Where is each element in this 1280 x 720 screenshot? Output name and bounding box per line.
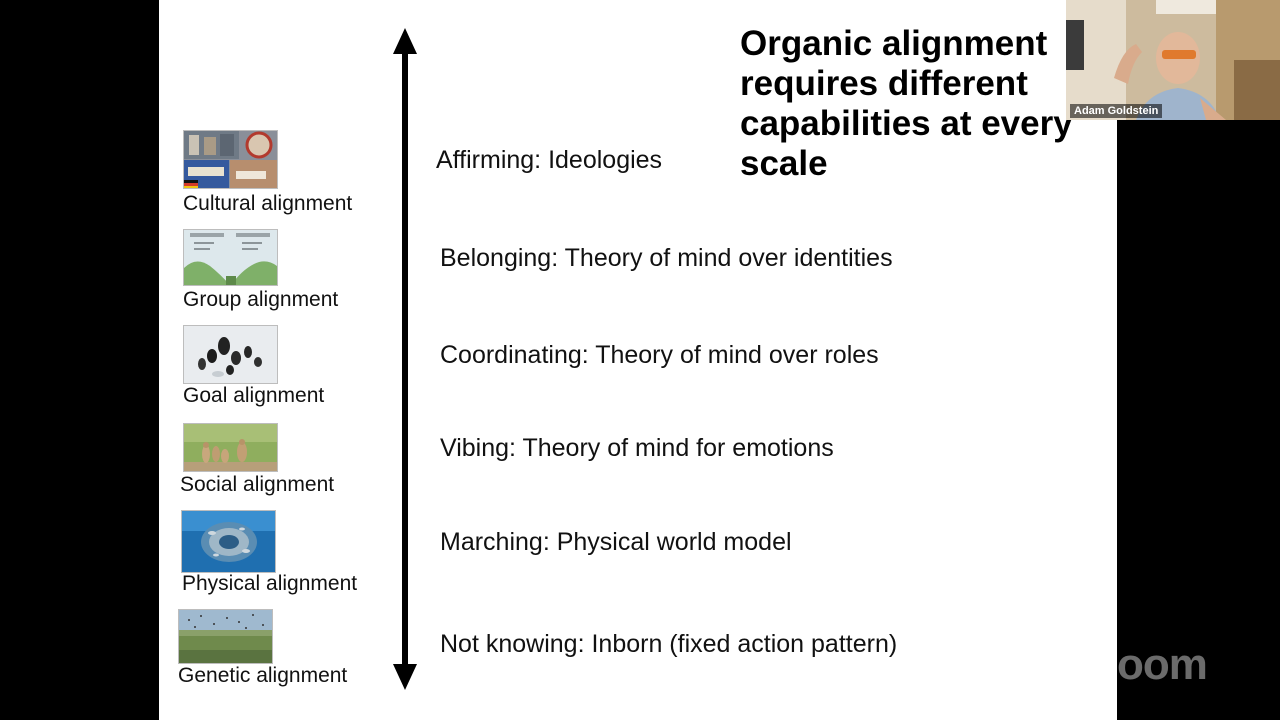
slide-title: Organic alignment requires different cap… <box>740 24 1120 184</box>
locust-field-image <box>178 609 273 664</box>
prairie-dogs-image <box>183 423 278 472</box>
participant-name-label: Adam Goldstein <box>1070 104 1163 118</box>
level-label-physical: Physical alignment <box>182 572 358 595</box>
protest-collage-image <box>183 130 278 189</box>
level-label-cultural: Cultural alignment <box>183 192 353 215</box>
participant-video-tile[interactable]: Adam Goldstein <box>1066 0 1280 120</box>
double-headed-vertical-arrow-icon <box>393 28 417 690</box>
level-label-social: Social alignment <box>180 473 335 496</box>
presentation-slide: Organic alignment requires different cap… <box>159 0 1117 720</box>
capability-coordinating: Coordinating: Theory of mind over roles <box>440 341 879 369</box>
participant-video-feed <box>1066 0 1280 120</box>
zoom-logo-watermark: zoom <box>1096 640 1208 689</box>
fish-school-image <box>181 510 276 573</box>
slide-title-line: scale <box>740 144 828 183</box>
slide-title-line: capabilities at every <box>740 104 1073 143</box>
bird-flock-image <box>183 325 278 384</box>
two-hills-cartoon-image <box>183 229 278 286</box>
slide-title-line: requires different <box>740 64 1028 103</box>
level-label-goal: Goal alignment <box>183 384 325 407</box>
capability-not-knowing: Not knowing: Inborn (fixed action patter… <box>440 630 898 658</box>
capability-vibing: Vibing: Theory of mind for emotions <box>440 434 834 462</box>
capability-marching: Marching: Physical world model <box>440 528 792 556</box>
capability-affirming: Affirming: Ideologies <box>436 146 663 174</box>
slide-title-line: Organic alignment <box>740 24 1048 63</box>
capability-belonging: Belonging: Theory of mind over identitie… <box>440 244 893 272</box>
level-label-group: Group alignment <box>183 288 339 311</box>
level-label-genetic: Genetic alignment <box>178 664 348 687</box>
